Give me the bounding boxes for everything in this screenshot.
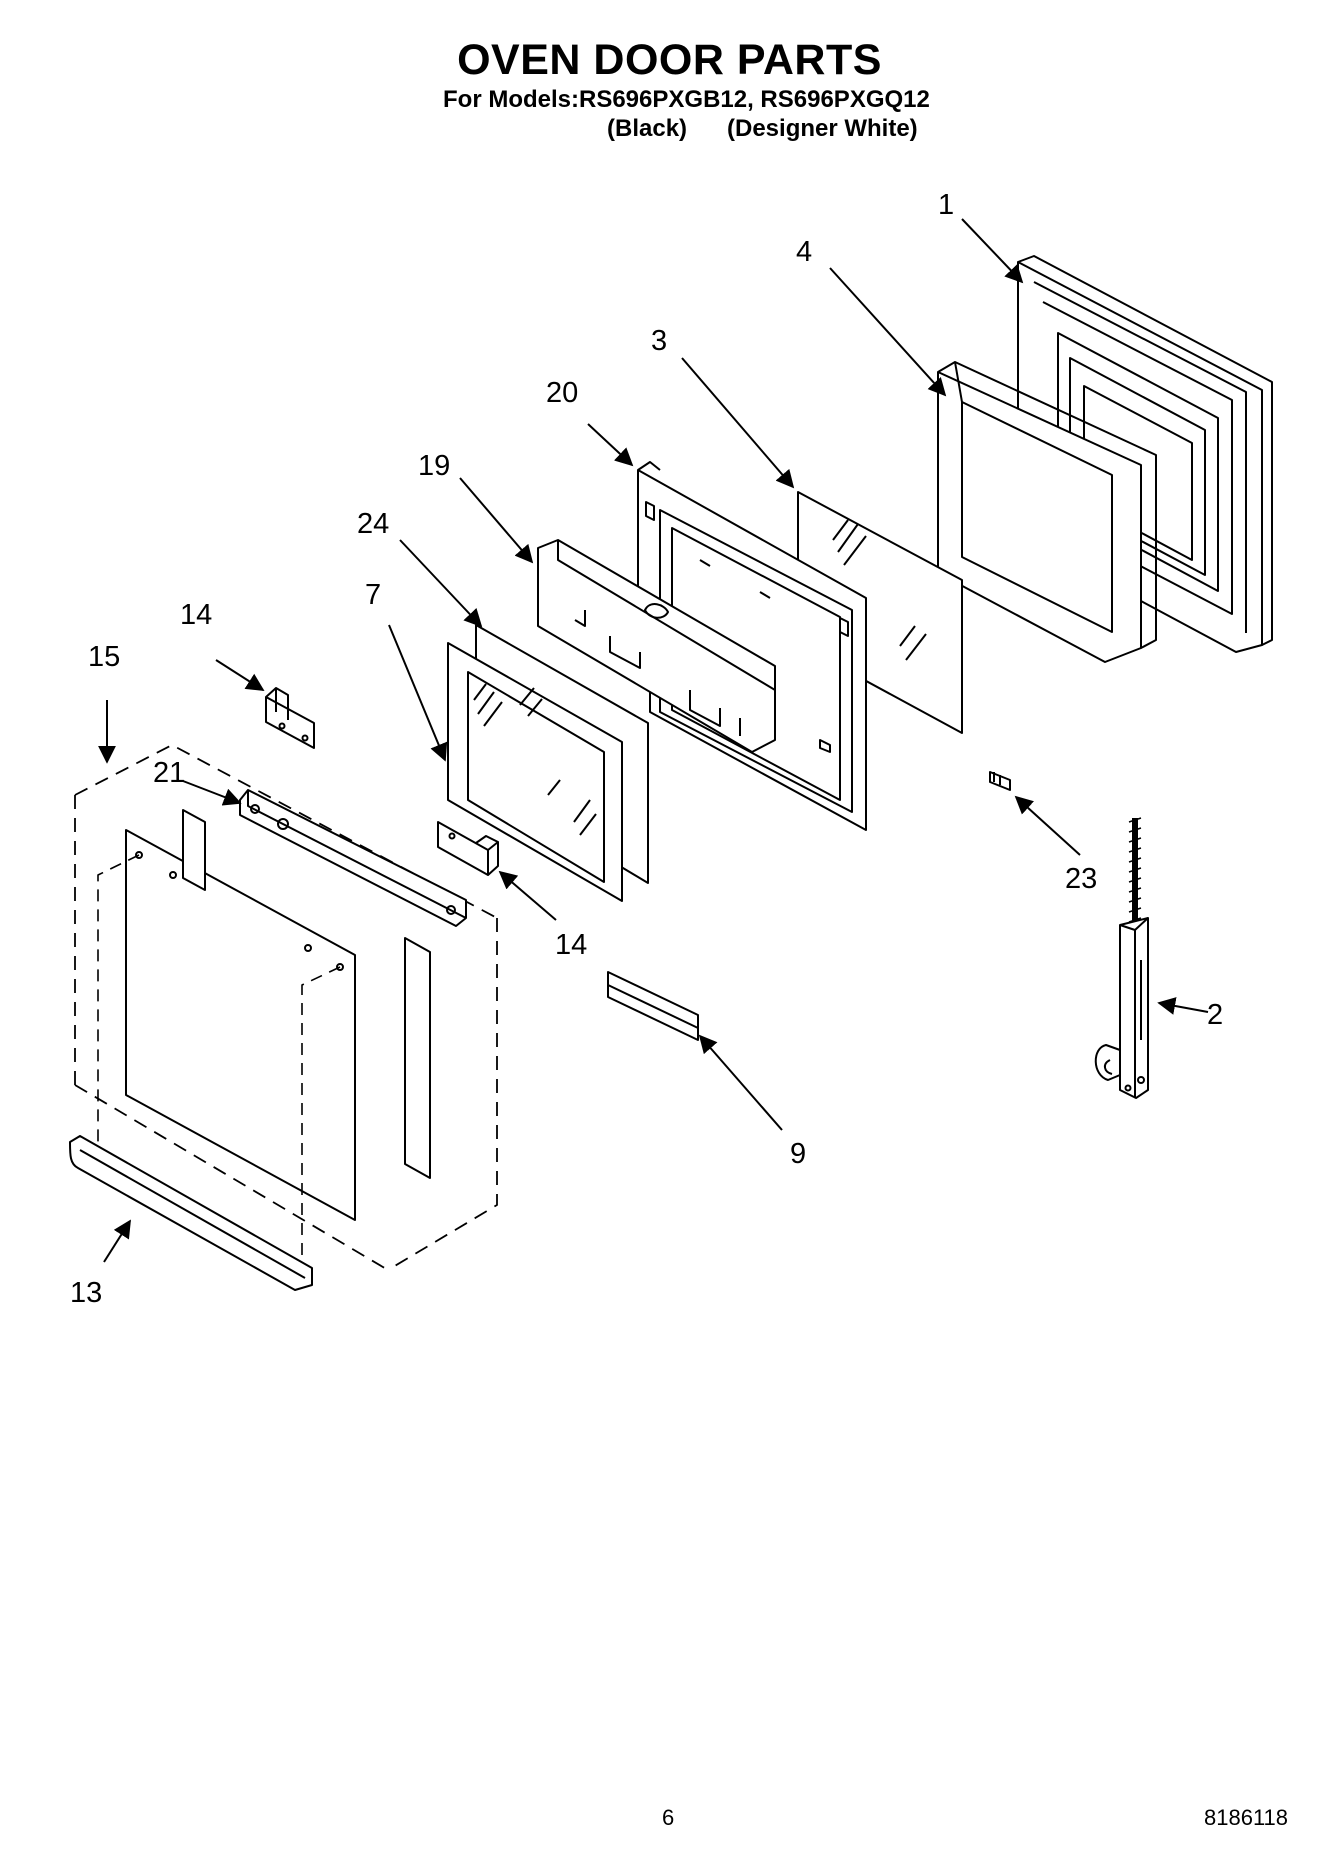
side-trim-left	[182, 809, 206, 891]
part-14-upper-bracket	[265, 687, 315, 749]
alignment-lines	[97, 854, 341, 1266]
callout-1: 1	[938, 189, 954, 221]
callout-numbers: 1 2 3 4 7 9 13 14 14 15 19 20 21 23 24	[70, 189, 1223, 1309]
part-15-outer-glass-panel	[125, 829, 356, 1221]
callout-14-lower: 14	[555, 929, 587, 961]
variant-white-label: (Designer White)	[727, 115, 918, 142]
callout-14-upper: 14	[180, 599, 212, 631]
part-9-strip	[607, 971, 699, 1041]
callout-13: 13	[70, 1277, 102, 1309]
callout-4: 4	[796, 236, 812, 268]
callout-24: 24	[357, 508, 389, 540]
callout-19: 19	[418, 450, 450, 482]
page-number: 6	[662, 1805, 675, 1830]
page-title: OVEN DOOR PARTS	[457, 36, 882, 84]
part-23-clip	[989, 771, 1011, 791]
callout-21: 21	[153, 757, 185, 789]
side-trim-right	[404, 937, 431, 1179]
models-line: For Models:RS696PXGB12, RS696PXGQ12	[443, 86, 930, 113]
variant-black-label: (Black)	[607, 115, 688, 142]
callout-15: 15	[88, 641, 120, 673]
part-4-door-frame	[937, 361, 1157, 663]
callout-20: 20	[546, 377, 578, 409]
document-number: 8186118	[1204, 1805, 1289, 1830]
callout-23: 23	[1065, 863, 1097, 895]
callout-9: 9	[790, 1138, 806, 1170]
leader-lines	[98, 218, 1209, 1263]
part-13-bottom-trim	[69, 1135, 313, 1291]
part-21-top-trim	[239, 789, 467, 927]
callout-2: 2	[1207, 999, 1223, 1031]
callout-3: 3	[651, 325, 667, 357]
part-14-lower-bracket	[437, 821, 499, 876]
part-19-heat-shield	[537, 539, 776, 753]
part-2-hinge	[1094, 817, 1149, 1099]
callout-7: 7	[365, 579, 381, 611]
part-7-middle-glass	[447, 642, 623, 902]
